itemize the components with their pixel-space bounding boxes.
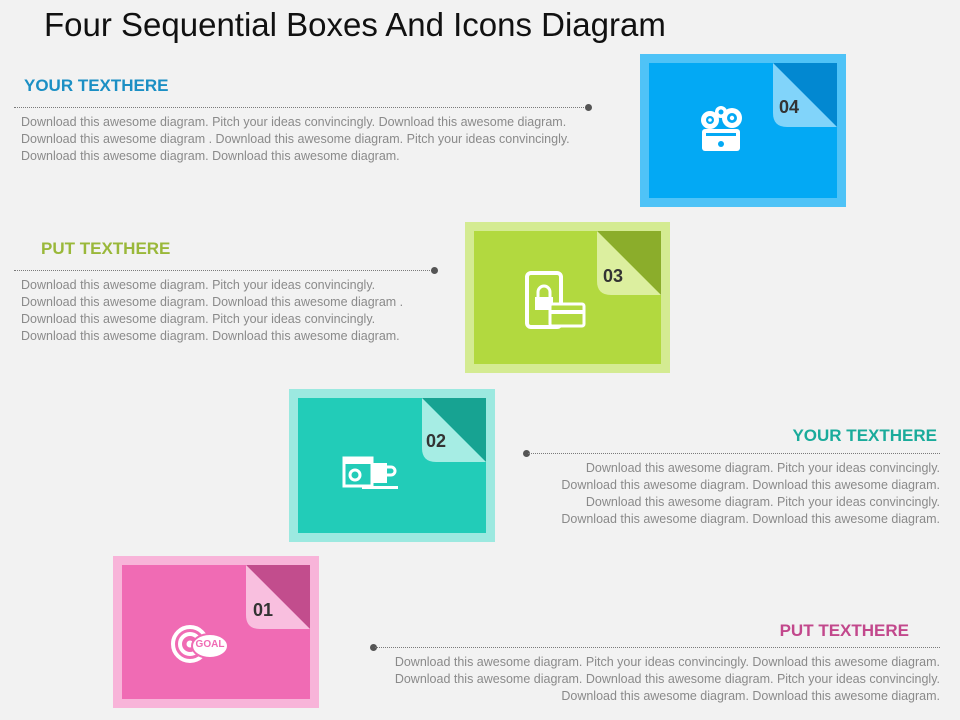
- step-04-box: 04: [640, 54, 846, 207]
- step-04-number: 04: [779, 97, 800, 117]
- step-04-box-inner: 04: [649, 63, 837, 198]
- step-03-box-inner: 03: [474, 231, 661, 364]
- step-04-description: Download this awesome diagram. Pitch you…: [21, 115, 570, 163]
- step-02-description: Download this awesome diagram. Pitch you…: [561, 461, 940, 526]
- step-03-heading: PUT TEXTHERE: [41, 239, 171, 258]
- step-02-number: 02: [426, 431, 447, 451]
- step-01-connector-line: [375, 647, 940, 648]
- goal-label: GOAL: [195, 639, 225, 650]
- step-04-connector-line: [14, 107, 588, 108]
- step-01-number: 01: [253, 600, 274, 620]
- step-04-fold-corner: [773, 63, 837, 127]
- step-01-description: Download this awesome diagram. Pitch you…: [394, 655, 940, 703]
- step-01-box-inner: 01 GOAL: [122, 565, 310, 699]
- step-03-box: 03: [465, 222, 670, 373]
- step-02-connector-line: [528, 453, 940, 454]
- step-01-fold-corner: [246, 565, 310, 629]
- gears-icon: [701, 106, 742, 151]
- step-04-connector-dot: [585, 104, 592, 111]
- step-02-box-inner: 02: [298, 398, 486, 533]
- step-02-connector-dot: [523, 450, 530, 457]
- step-01-heading: PUT TEXTHERE: [779, 621, 909, 640]
- page-title: Four Sequential Boxes And Icons Diagram: [44, 6, 666, 43]
- step-03-description: Download this awesome diagram. Pitch you…: [21, 278, 404, 343]
- step-03-connector-dot: [431, 267, 438, 274]
- browser-coffee-icon: [342, 456, 398, 489]
- mobile-lock-card-icon: [525, 271, 586, 329]
- goal-target-icon: GOAL: [170, 622, 240, 668]
- step-02-box: 02: [289, 389, 495, 542]
- step-04-heading: YOUR TEXTHERE: [24, 76, 169, 95]
- step-02-heading: YOUR TEXTHERE: [792, 426, 937, 445]
- step-03-number: 03: [603, 266, 624, 286]
- step-02-fold-corner: [422, 398, 486, 462]
- step-03-fold-corner: [597, 231, 661, 295]
- step-03-connector-line: [14, 270, 434, 271]
- step-01-box: 01 GOAL: [113, 556, 319, 708]
- step-01-connector-dot: [370, 644, 377, 651]
